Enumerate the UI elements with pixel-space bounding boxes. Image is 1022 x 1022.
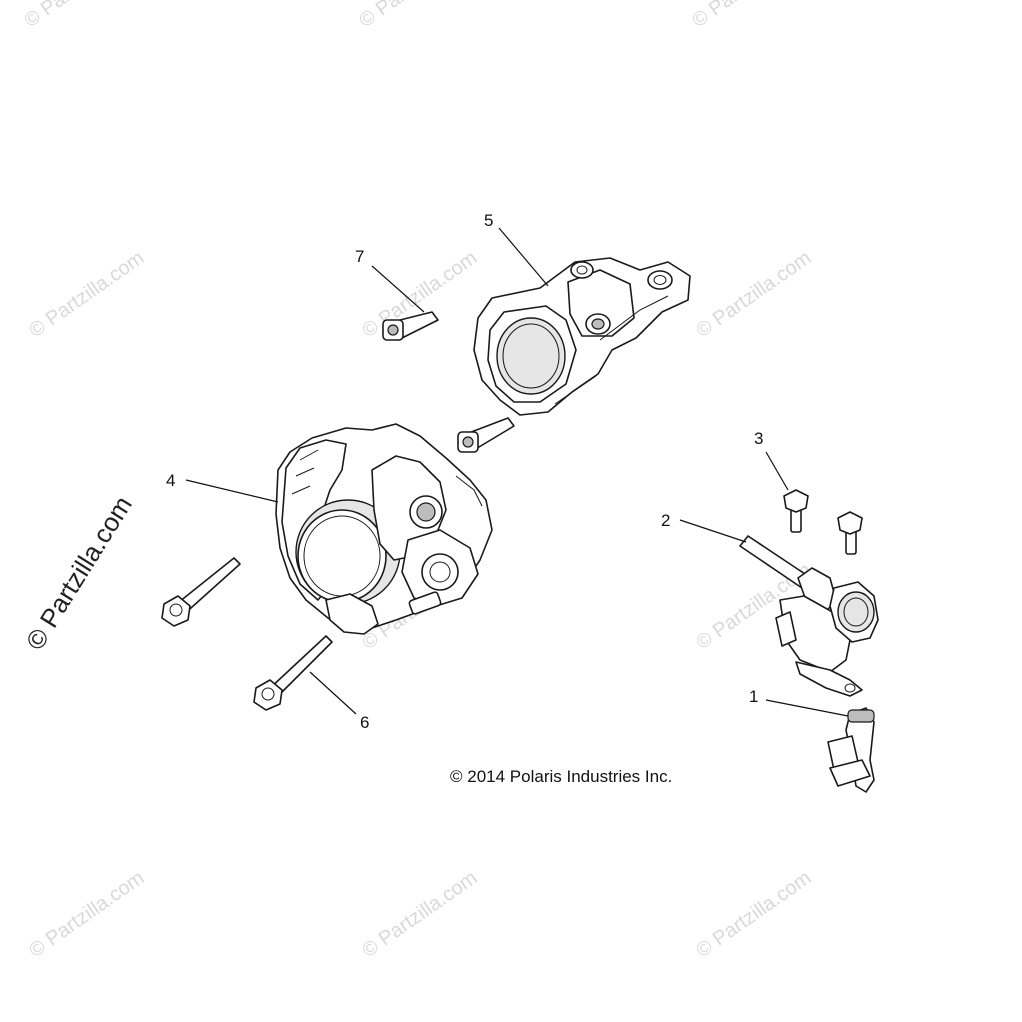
watermark: © Partzilla.com: [692, 247, 815, 342]
leader-line-1: [765, 699, 849, 717]
callout-1: 1: [749, 687, 758, 706]
watermark: © Partzilla.com: [25, 867, 148, 962]
leader-line-4: [185, 479, 279, 503]
throttle-body: [275, 423, 493, 635]
leader-line-7: [371, 265, 425, 313]
fuel-rail: [739, 535, 879, 697]
callout-7: 7: [355, 247, 364, 266]
watermark: © Partzilla.com: [688, 0, 811, 32]
callout-2: 2: [661, 511, 670, 530]
leader-line-6: [309, 671, 357, 715]
callout-3: 3: [754, 429, 763, 448]
cap-screw: [457, 417, 515, 453]
flange-bolt: [837, 511, 863, 555]
watermark: © Partzilla.com: [358, 867, 481, 962]
long-bolt: [253, 635, 333, 711]
cap-screw: [382, 311, 439, 341]
callout-5: 5: [484, 211, 493, 230]
watermark: © Partzilla.com: [20, 0, 143, 32]
fuel-injector: [827, 707, 875, 793]
leader-line-5: [498, 227, 549, 287]
callout-4: 4: [166, 471, 175, 490]
copyright-notice: © 2014 Polaris Industries Inc.: [450, 767, 672, 786]
leader-line-2: [679, 519, 747, 543]
callout-6: 6: [360, 713, 369, 732]
flange-bolt: [783, 489, 809, 533]
leader-lines: [185, 227, 849, 717]
watermark: © Partzilla.com: [692, 867, 815, 962]
watermark: © Partzilla.com: [355, 0, 478, 32]
intake-adapter: [473, 257, 691, 416]
callouts: 5 7 4 6 3 2 1: [166, 211, 763, 732]
leader-line-3: [765, 451, 789, 491]
side-watermark: © Partzilla.com: [20, 491, 138, 655]
watermark: © Partzilla.com: [25, 247, 148, 342]
long-bolt: [161, 557, 241, 627]
